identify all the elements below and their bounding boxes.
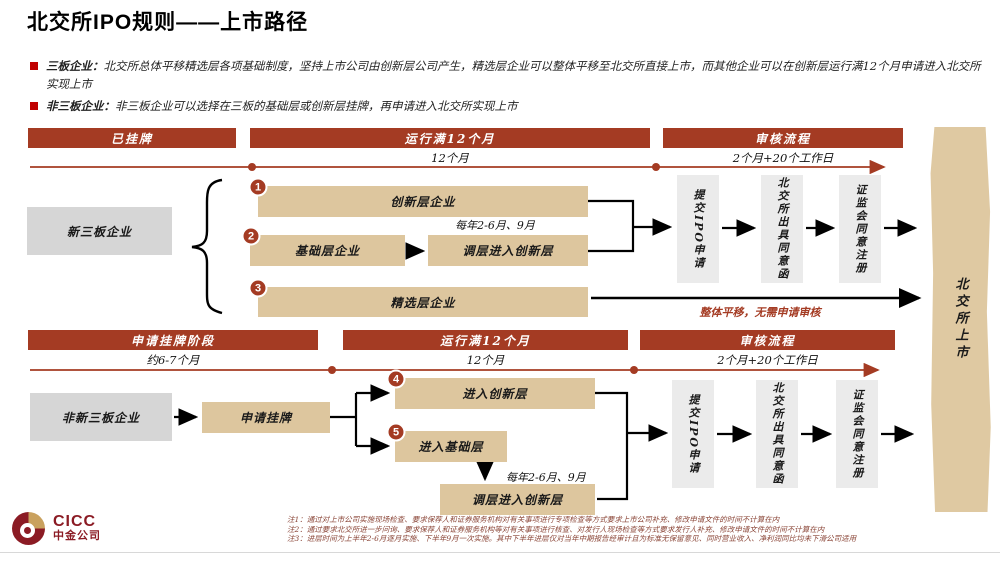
lower-process-submit-box: 提交IPO申请 [672, 380, 714, 488]
footnote-1: 注1：通过对上市公司实施现场检查、要求保荐人和证券服务机构对有关事项进行专项检查… [287, 515, 780, 524]
lower-duration-12m: 12个月 [466, 353, 505, 367]
lower-duration-review: 2个月+20个工作日 [717, 353, 818, 367]
logo-cn: 中金公司 [53, 530, 101, 543]
lower-duration-apply: 约6-7个月 [146, 353, 200, 367]
cicc-logo: CICC 中金公司 [12, 512, 101, 545]
lower-phase-bar-apply: 申请挂牌阶段 [28, 330, 318, 350]
footer-divider [0, 552, 1000, 553]
bse-listing-label: 北交所上市 [952, 277, 968, 362]
upper-adjust-box: 调层进入创新层 [428, 235, 588, 266]
upper-step2-box: 基础层企业 [250, 235, 405, 266]
bullet-text: 三板企业：北交所总体平移精选层各项基础制度，坚持上市公司由创新层公司产生，精选层… [46, 57, 988, 94]
bullet-square-icon [30, 101, 38, 110]
timeline-dot [248, 163, 256, 171]
transfer-note: 整体平移，无需申请审核 [699, 306, 821, 319]
lower-process-csrc-register-box: 证监会同意注册 [836, 380, 878, 488]
bullet-square-icon [30, 62, 38, 70]
page-title: 北交所IPO规则——上市路径 [27, 11, 309, 34]
cicc-logo-icon [12, 512, 45, 545]
bullet-body: 非三板企业可以选择在三板的基础层或创新层挂牌，再申请进入北交所实现上市 [115, 98, 518, 113]
bullet-label: 非三板企业： [46, 98, 115, 113]
upper-process-submit-box: 提交IPO申请 [677, 175, 719, 283]
bullet-label: 三板企业： [46, 59, 104, 73]
upper-phase-bar-listed: 已挂牌 [28, 128, 236, 148]
bullet-text: 非三板企业：非三板企业可以选择在三板的基础层或创新层挂牌，再申请进入北交所实现上… [46, 97, 518, 115]
apply-listing-box: 申请挂牌 [202, 402, 330, 433]
bullet-body: 北交所总体平移精选层各项基础制度，坚持上市公司由创新层公司产生，精选层企业可以整… [46, 59, 981, 92]
lower-adjust-box: 调层进入创新层 [440, 484, 595, 515]
upper-source-box: 新三板企业 [27, 207, 172, 255]
step2-number-badge: 2 [241, 226, 261, 246]
upper-duration-review: 2个月+20个工作日 [732, 151, 834, 165]
timeline-dot [328, 366, 336, 374]
upper-phase-bar-12months: 运行满12个月 [250, 128, 650, 148]
bse-listing-band: 北交所上市 [930, 127, 991, 512]
lower-step4-box: 进入创新层 [395, 378, 595, 409]
step1-number-badge: 1 [248, 177, 268, 197]
lower-phase-bar-review: 审核流程 [640, 330, 895, 350]
step5-number-badge: 5 [386, 422, 406, 442]
upper-process-bse-consent-box: 北交所出具同意函 [761, 175, 803, 283]
lower-step5-box: 进入基础层 [395, 431, 507, 462]
timeline-dot [652, 163, 660, 171]
lower-timeline [30, 362, 880, 378]
lower-process-bse-consent-box: 北交所出具同意函 [756, 380, 798, 488]
upper-step1-box: 创新层企业 [258, 186, 588, 217]
footnote-3: 注3：进层时间为上半年2-6月逐月实施、下半年9月一次实施。其中下半年进层仅对当… [287, 534, 857, 544]
upper-duration-12m: 12个月 [431, 151, 469, 165]
bullet-feisanban: 非三板企业：非三板企业可以选择在三板的基础层或创新层挂牌，再申请进入北交所实现上… [30, 97, 988, 115]
lower-phase-bar-12months: 运行满12个月 [343, 330, 628, 350]
upper-timeline [30, 159, 886, 175]
logo-en: CICC [53, 513, 97, 531]
upper-adjust-note: 每年2-6月、9月 [455, 219, 535, 232]
upper-step3-box: 精选层企业 [258, 287, 588, 317]
lower-connectors [174, 384, 915, 501]
brace [191, 178, 223, 315]
upper-connectors [405, 199, 922, 308]
step4-number-badge: 4 [386, 369, 406, 389]
footnotes: 注1：通过对上市公司实施现场检查、要求保荐人和证券服务机构对有关事项进行专项检查… [287, 515, 992, 544]
bullet-sanban: 三板企业：北交所总体平移精选层各项基础制度，坚持上市公司由创新层公司产生，精选层… [30, 57, 988, 94]
cicc-logo-text: CICC 中金公司 [53, 514, 101, 542]
upper-phase-bar-review: 审核流程 [663, 128, 903, 148]
timeline-dot [630, 366, 638, 374]
lower-source-box: 非新三板企业 [30, 393, 172, 441]
footnote-2: 注2：通过要求北交所进一步问询、要求保荐人和证券服务机构等对有关事项进行核查、对… [287, 524, 825, 534]
lower-adjust-note: 每年2-6月、9月 [506, 471, 586, 484]
upper-process-csrc-register-box: 证监会同意注册 [839, 175, 881, 283]
step3-number-badge: 3 [248, 278, 268, 298]
summary-bullets: 三板企业：北交所总体平移精选层各项基础制度，坚持上市公司由创新层公司产生，精选层… [30, 57, 988, 118]
